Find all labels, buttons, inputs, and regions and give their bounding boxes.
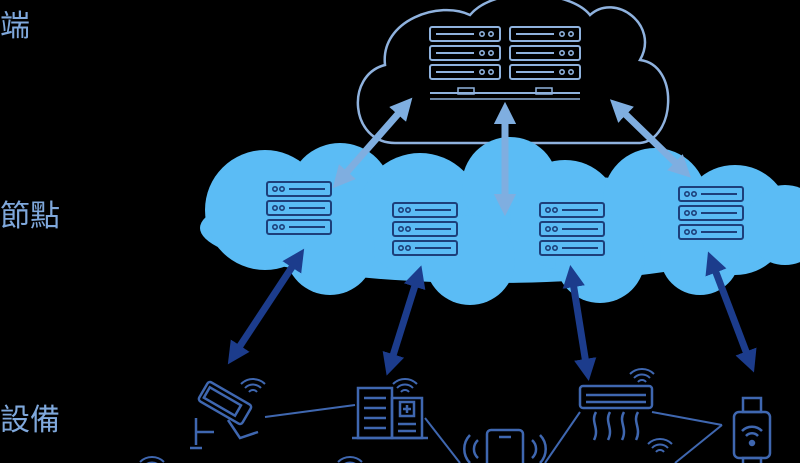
smartwatch-icon bbox=[732, 396, 772, 463]
fog-node-server-2-icon bbox=[392, 202, 458, 256]
partial-wifi-icon-2 bbox=[337, 456, 363, 463]
camera-wifi-icon bbox=[240, 378, 266, 393]
ac-wifi-icon bbox=[629, 368, 655, 383]
cctv-camera-icon bbox=[190, 380, 259, 450]
cloud-server-icon bbox=[429, 26, 581, 100]
fog-device-arrow-3 bbox=[562, 264, 597, 382]
ac-wifi-2-icon bbox=[647, 438, 673, 453]
label-device-layer: 設備 bbox=[0, 403, 60, 438]
air-conditioner-icon bbox=[578, 384, 654, 441]
fog-node-server-1-icon bbox=[266, 181, 332, 235]
hospital-wifi-icon bbox=[392, 378, 418, 393]
cloud-fog-arrow-1 bbox=[332, 97, 413, 189]
fog-device-arrow-1 bbox=[227, 248, 305, 365]
fog-device-arrow-2 bbox=[382, 265, 426, 376]
fog-node-server-4-icon bbox=[678, 186, 744, 240]
label-cloud-layer: 端 bbox=[0, 9, 30, 44]
device-network-lines bbox=[264, 404, 723, 463]
label-fog-layer: 節點 bbox=[0, 199, 60, 234]
cloud-fog-arrow-3 bbox=[609, 99, 692, 178]
partial-wifi-icon-1 bbox=[139, 456, 165, 463]
smartphone-icon bbox=[463, 428, 547, 463]
hospital-building-icon bbox=[352, 386, 428, 440]
central-cloud bbox=[356, 0, 670, 145]
fog-node-server-3-icon bbox=[539, 202, 605, 256]
fog-device-arrow-4 bbox=[705, 251, 757, 373]
